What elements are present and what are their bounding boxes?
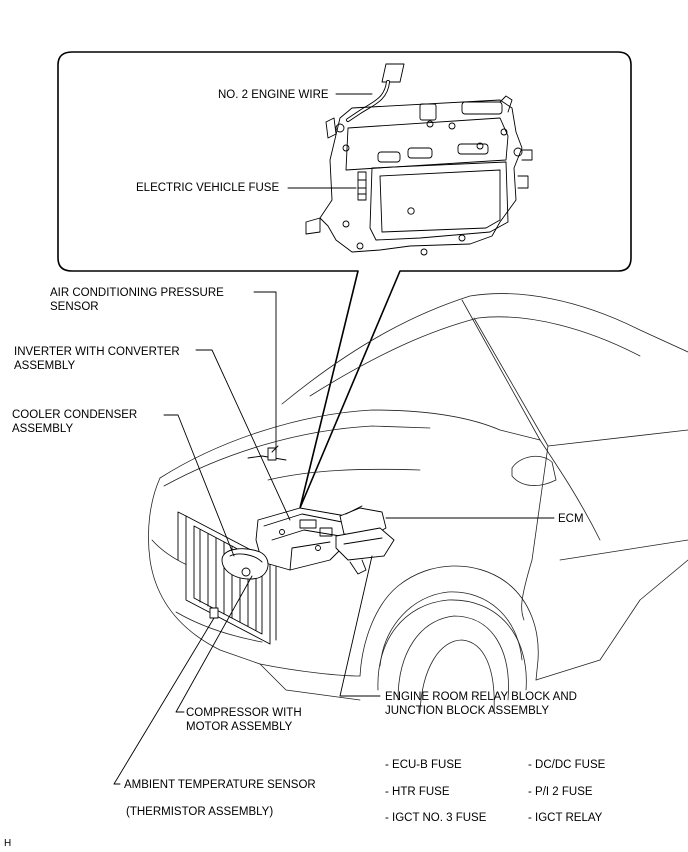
fuse-item: - P/I 2 FUSE bbox=[528, 785, 593, 798]
label-ecm: ECM bbox=[558, 513, 584, 525]
label-ambient-temp-sensor: AMBIENT TEMPERATURE SENSOR bbox=[124, 779, 316, 791]
fuse-item: - IGCT NO. 3 FUSE bbox=[385, 812, 487, 824]
label-thermistor-assembly: (THERMISTOR ASSEMBLY) bbox=[126, 806, 274, 818]
label-electric-vehicle-fuse: ELECTRIC VEHICLE FUSE bbox=[136, 182, 280, 194]
leader-ac-sensor bbox=[253, 291, 277, 453]
leader-lines bbox=[113, 93, 555, 785]
label-compressor: COMPRESSOR WITH MOTOR ASSEMBLY bbox=[186, 707, 302, 733]
label-inverter-assembly: INVERTER WITH CONVERTER ASSEMBLY bbox=[14, 346, 180, 372]
engine-bay-components bbox=[177, 445, 395, 645]
label-cooler-condenser: COOLER CONDENSER ASSEMBLY bbox=[12, 409, 138, 435]
label-relay-block: ENGINE ROOM RELAY BLOCK AND JUNCTION BLO… bbox=[385, 691, 577, 717]
ecm-part bbox=[335, 505, 395, 575]
leader-ambient bbox=[113, 617, 215, 785]
label-ac-pressure-sensor: AIR CONDITIONING PRESSURE SENSOR bbox=[50, 287, 224, 313]
fuse-list-left: - ECU-B FUSE - HTR FUSE - IGCT NO. 3 FUS… bbox=[385, 752, 486, 832]
fuse-item: - HTR FUSE bbox=[385, 785, 450, 798]
fuse-item: - IGCT RELAY bbox=[528, 812, 603, 824]
compressor-part bbox=[221, 548, 269, 580]
ac-pressure-sensor-part bbox=[247, 445, 287, 461]
inverter-illustration bbox=[305, 63, 533, 256]
leader-inverter bbox=[195, 349, 291, 521]
leader-condenser bbox=[163, 414, 235, 557]
inverter-part bbox=[255, 507, 351, 571]
fuse-list-right: - DC/DC FUSE - P/I 2 FUSE - IGCT RELAY bbox=[528, 752, 605, 832]
fuse-item: - ECU-B FUSE bbox=[385, 759, 462, 771]
leader-relay-block bbox=[339, 555, 381, 697]
corner-mark: H bbox=[4, 838, 12, 849]
fuse-item: - DC/DC FUSE bbox=[528, 759, 606, 771]
label-no2-engine-wire: NO. 2 ENGINE WIRE bbox=[218, 89, 329, 101]
inset-callout-box bbox=[57, 51, 632, 509]
car-body-outline bbox=[148, 293, 688, 713]
ambient-sensor-part bbox=[209, 607, 219, 619]
leader-compressor bbox=[175, 575, 253, 713]
